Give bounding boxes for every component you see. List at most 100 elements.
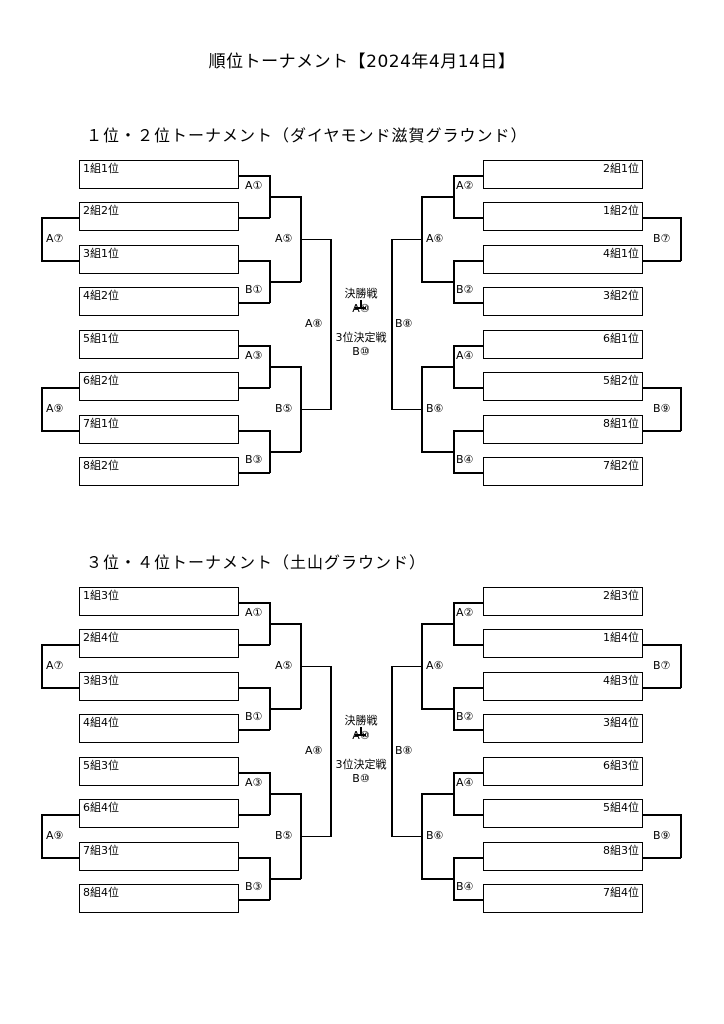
bracket-line xyxy=(269,451,301,453)
team-box-left: 5組1位 xyxy=(79,330,239,359)
bracket-line xyxy=(41,644,43,688)
team-box-left: 3組1位 xyxy=(79,245,239,274)
match-label: A① xyxy=(245,606,263,619)
team-name: 8組2位 xyxy=(83,459,119,472)
team-name: 7組4位 xyxy=(603,886,639,899)
team-box-left: 4組2位 xyxy=(79,287,239,316)
team-box-right: 4組1位 xyxy=(483,245,643,274)
team-name: 6組2位 xyxy=(83,374,119,387)
final-code: A⑩ xyxy=(352,302,370,315)
bracket-line xyxy=(300,835,331,837)
bracket-line xyxy=(453,345,455,388)
match-label: A⑥ xyxy=(426,658,444,672)
bracket-line xyxy=(269,366,301,368)
team-name: 8組1位 xyxy=(603,417,639,430)
bracket-line xyxy=(239,857,270,859)
bracket-line xyxy=(330,238,332,410)
bracket-line xyxy=(239,899,270,901)
team-box-left: 1組3位 xyxy=(79,587,239,616)
third-place-code: B⑩ xyxy=(352,772,370,785)
bracket-line xyxy=(239,387,270,389)
bracket-line xyxy=(239,175,270,177)
bracket-line xyxy=(680,644,682,688)
bracket-line xyxy=(391,238,393,410)
bracket-line xyxy=(453,814,484,816)
bracket-line xyxy=(360,300,362,308)
match-label: B⑤ xyxy=(275,828,293,842)
bracket-line xyxy=(300,408,331,410)
final-code: A⑩ xyxy=(352,729,370,742)
bracket-line xyxy=(41,217,43,261)
match-label: B③ xyxy=(245,880,263,893)
bracket-line xyxy=(300,665,331,667)
bracket-line xyxy=(453,260,484,262)
bracket-line xyxy=(239,430,270,432)
match-label: A① xyxy=(245,179,263,192)
match-label: B② xyxy=(456,283,474,296)
team-name: 6組4位 xyxy=(83,801,119,814)
bracket-line xyxy=(41,814,43,858)
team-name: 1組4位 xyxy=(603,631,639,644)
bracket-line xyxy=(239,814,270,816)
team-name: 1組2位 xyxy=(603,204,639,217)
team-box-left: 6組2位 xyxy=(79,372,239,401)
team-name: 4組3位 xyxy=(603,674,639,687)
team-box-right: 7組2位 xyxy=(483,457,643,486)
team-name: 4組1位 xyxy=(603,247,639,260)
bracket-line xyxy=(453,687,455,730)
bracket-line xyxy=(239,687,270,689)
third-place-label: 3位決定戦 xyxy=(335,331,387,344)
bracket-line xyxy=(453,772,484,774)
bracket-line xyxy=(453,772,455,815)
team-box-left: 5組3位 xyxy=(79,757,239,786)
match-label: B④ xyxy=(456,453,474,466)
team-box-right: 1組4位 xyxy=(483,629,643,658)
bracket-line xyxy=(41,857,80,859)
bracket-line xyxy=(239,260,270,262)
team-name: 6組1位 xyxy=(603,332,639,345)
match-label: A② xyxy=(456,606,474,619)
match-label: A⑦ xyxy=(46,231,64,245)
match-label: B⑨ xyxy=(653,401,671,415)
bracket-line xyxy=(421,366,453,368)
bracket-line xyxy=(330,665,332,837)
team-name: 1組3位 xyxy=(83,589,119,602)
section-title-2: ３位・４位トーナメント（土山グラウンド） xyxy=(86,553,427,572)
match-label: B① xyxy=(245,710,263,723)
bracket-line xyxy=(355,307,366,309)
match-label: B⑥ xyxy=(426,828,444,842)
match-label: A③ xyxy=(245,776,263,789)
bracket-line xyxy=(421,196,453,198)
team-box-right: 3組4位 xyxy=(483,714,643,743)
bracket-line xyxy=(453,345,484,347)
match-label: A⑨ xyxy=(46,828,64,842)
team-box-left: 7組1位 xyxy=(79,415,239,444)
bracket-line xyxy=(680,217,682,261)
bracket-line xyxy=(453,857,455,900)
bracket-line xyxy=(41,387,43,431)
bracket-line xyxy=(41,260,80,262)
bracket-line xyxy=(239,644,270,646)
bracket-line xyxy=(453,644,484,646)
match-label: B⑦ xyxy=(653,231,671,245)
bracket-line xyxy=(453,430,484,432)
bracket-line xyxy=(643,387,681,389)
match-label: A⑤ xyxy=(275,231,293,245)
match-label: B① xyxy=(245,283,263,296)
match-label: B⑧ xyxy=(395,743,413,757)
team-box-left: 2組2位 xyxy=(79,202,239,231)
team-box-right: 4組3位 xyxy=(483,672,643,701)
bracket-line xyxy=(453,472,484,474)
team-box-left: 7組3位 xyxy=(79,842,239,871)
team-name: 2組4位 xyxy=(83,631,119,644)
bracket-line xyxy=(269,708,301,710)
team-name: 7組2位 xyxy=(603,459,639,472)
bracket-line xyxy=(453,857,484,859)
bracket-line xyxy=(269,793,301,795)
bracket-line xyxy=(41,814,80,816)
bracket-line xyxy=(41,644,80,646)
team-name: 5組2位 xyxy=(603,374,639,387)
bracket-line xyxy=(239,345,270,347)
